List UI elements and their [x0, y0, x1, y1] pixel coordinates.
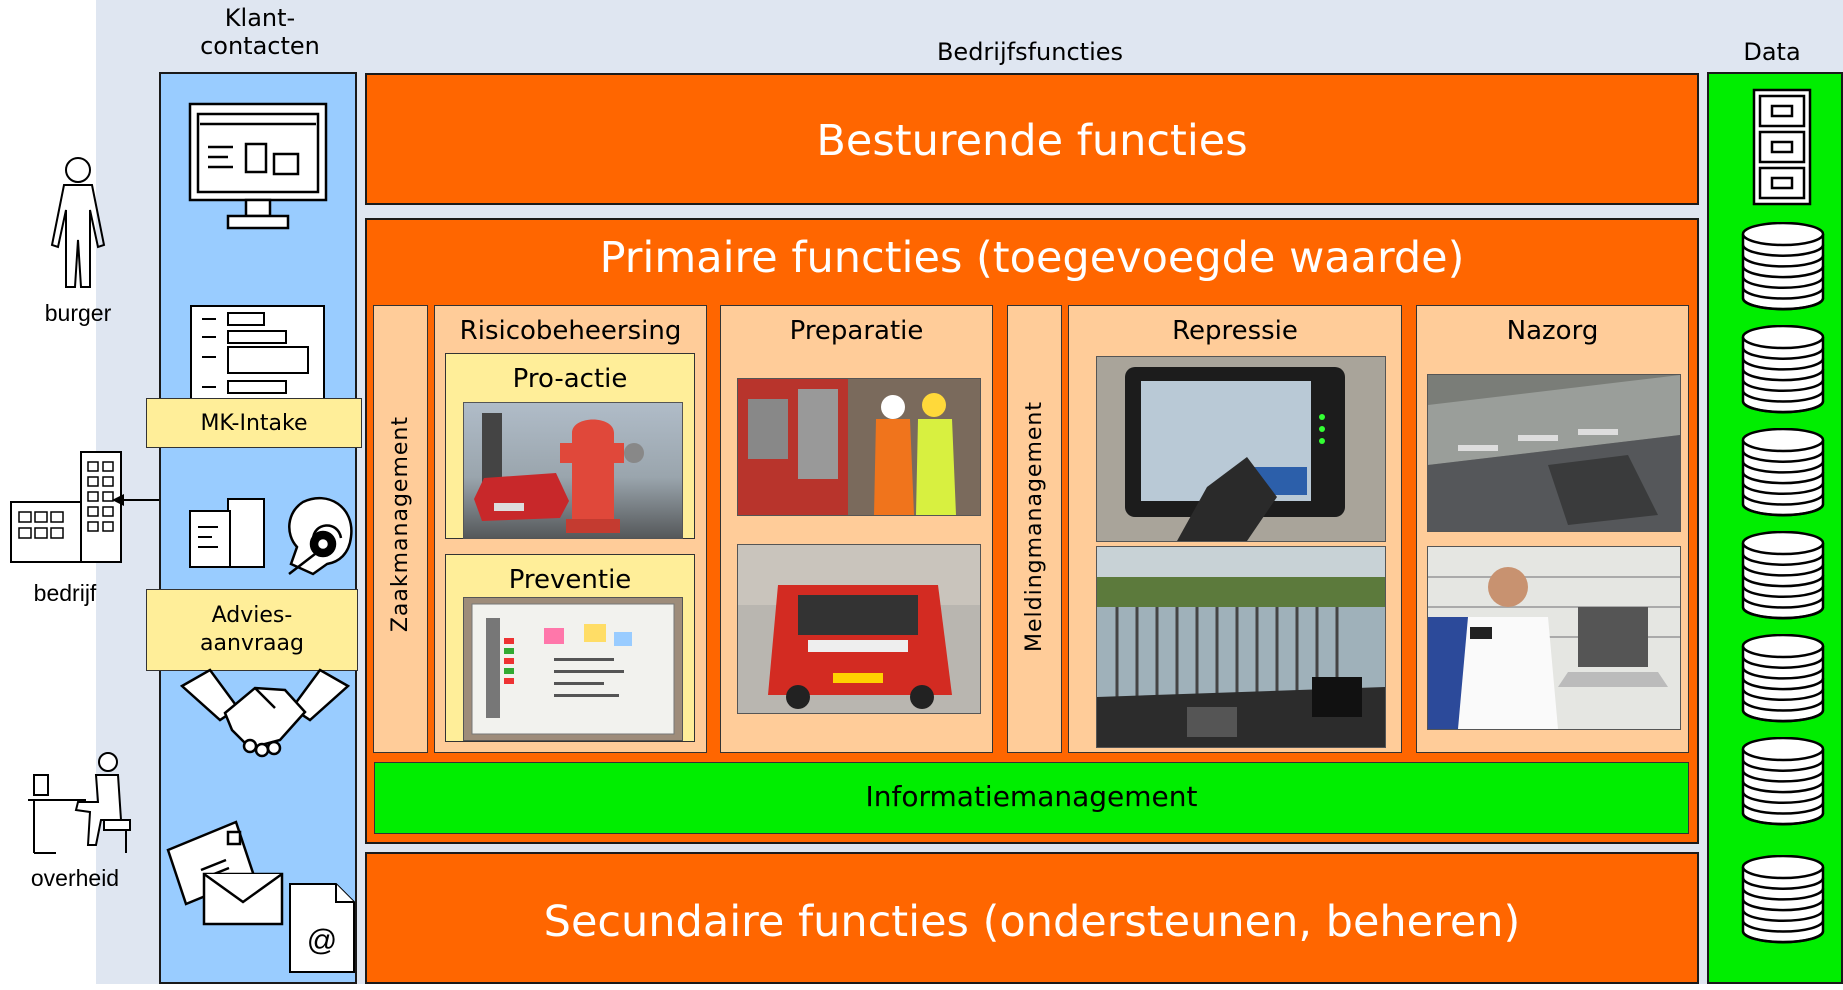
- block-secundaire-functies: Secundaire functies (ondersteunen, beher…: [365, 852, 1699, 984]
- fire-truck-photo: [737, 544, 981, 714]
- col-preparatie: Preparatie: [720, 305, 993, 753]
- col-risicobeheersing: Risicobeheersing Pro-actie Preventie: [434, 305, 707, 753]
- envelope-icon: [166, 820, 286, 930]
- tablet-photo: [1096, 356, 1386, 542]
- headset-icon: [283, 492, 355, 582]
- database-icon: [1740, 531, 1826, 621]
- nazorg-title: Nazorg: [1506, 316, 1599, 346]
- informatiemanagement-bar: Informatiemanagement: [374, 762, 1689, 834]
- channel-advies-aanvraag: Advies- aanvraag: [146, 589, 358, 671]
- col-nazorg: Nazorg: [1416, 305, 1689, 753]
- channel-mk-intake: MK-Intake: [146, 398, 362, 448]
- vehicle-dashboard-photo: [1096, 546, 1386, 748]
- database-icon: [1740, 222, 1826, 312]
- aerial-photo: [1427, 374, 1681, 532]
- box-preventie: Preventie: [445, 554, 695, 742]
- building-icon: [8, 450, 123, 565]
- officer-photo: [1427, 546, 1681, 730]
- actor-bedrijf: bedrijf: [33, 580, 97, 606]
- document-stack-icon: [188, 497, 268, 569]
- form-document-icon: [190, 305, 325, 400]
- office-worker-icon: [26, 750, 136, 855]
- database-icon: [1740, 428, 1826, 518]
- actor-burger: burger: [44, 300, 112, 326]
- primaire-title: Primaire functies (toegevoegde waarde): [599, 233, 1465, 283]
- risicobeheersing-title: Risicobeheersing: [459, 316, 682, 346]
- header-data: Data: [1743, 38, 1801, 66]
- col-repressie: Repressie: [1068, 305, 1402, 753]
- preparatie-title: Preparatie: [789, 316, 924, 346]
- svg-text:@: @: [307, 924, 337, 957]
- box-pro-actie: Pro-actie: [445, 353, 695, 539]
- block-besturende-functies: Besturende functies: [365, 73, 1699, 205]
- meldingmanagement-label: Meldingmanagement: [1022, 401, 1047, 652]
- handshake-icon: [180, 668, 350, 758]
- pro-actie-title: Pro-actie: [512, 364, 628, 394]
- database-icon: [1740, 325, 1826, 415]
- person-icon: [38, 155, 118, 290]
- email-icon: @: [288, 882, 356, 974]
- fire-panel-photo: [463, 597, 683, 741]
- database-icon: [1740, 855, 1826, 945]
- zaakmanagement-label: Zaakmanagement: [388, 416, 413, 633]
- repressie-title: Repressie: [1172, 316, 1298, 346]
- actor-overheid: overheid: [30, 865, 120, 891]
- header-bedrijfsfuncties: Bedrijfsfuncties: [936, 38, 1124, 66]
- filing-cabinet-icon: [1752, 88, 1812, 206]
- header-klantcontacten: Klant- contacten: [200, 4, 320, 60]
- database-icon: [1740, 737, 1826, 827]
- database-icon: [1740, 634, 1826, 724]
- data-column: [1707, 72, 1843, 984]
- col-meldingmanagement: Meldingmanagement: [1007, 305, 1062, 753]
- monitor-icon: [188, 102, 328, 232]
- col-zaakmanagement: Zaakmanagement: [373, 305, 428, 753]
- hydrant-photo: [463, 402, 683, 539]
- preventie-title: Preventie: [508, 565, 632, 595]
- firefighters-photo: [737, 378, 981, 516]
